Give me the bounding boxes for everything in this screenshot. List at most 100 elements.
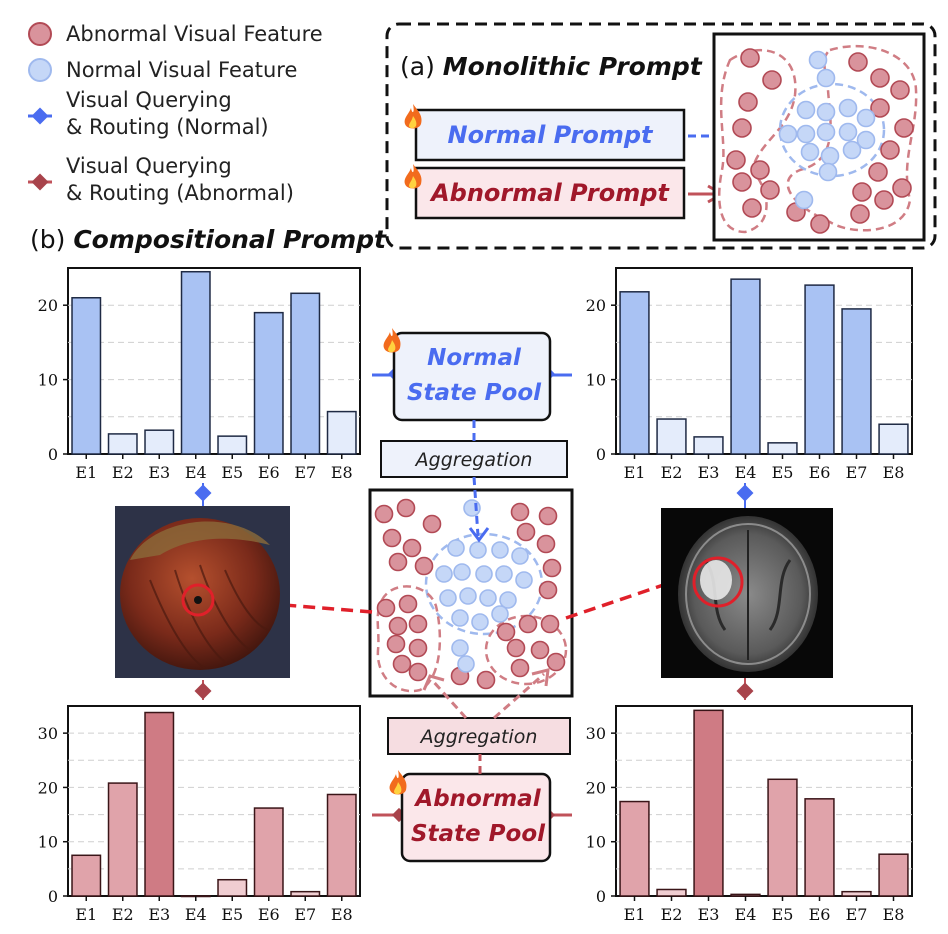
abnormal-feature-dot: [890, 80, 910, 100]
bar-e2: [656, 418, 687, 455]
bar-e8: [878, 853, 909, 897]
legend-normal-routing-line1: Visual Querying: [66, 88, 232, 112]
normal-feature-icon: [28, 58, 52, 82]
abnormal-feature-dot: [422, 514, 442, 534]
abnormal-feature-dot: [536, 534, 556, 554]
normal-feature-dot: [794, 190, 814, 210]
y-tick-label: 10: [38, 371, 58, 390]
legend-abnormal-feature: Abnormal Visual Feature: [66, 22, 323, 46]
normal-feature-dot: [479, 589, 497, 607]
x-tick-label: E6: [258, 463, 280, 482]
y-tick-label: 30: [586, 724, 606, 743]
y-tick-label: 0: [596, 445, 606, 464]
y-tick-label: 10: [38, 833, 58, 852]
x-tick-label: E7: [294, 463, 316, 482]
x-tick-label: E1: [75, 905, 97, 924]
abnormal-cluster-outline: [376, 585, 442, 693]
x-tick-label: E1: [75, 463, 97, 482]
normal-feature-dot: [778, 124, 798, 144]
monolithic-panel: (a) Monolithic Prompt Normal Prompt Abno…: [385, 22, 937, 250]
fire-icon: [404, 104, 422, 129]
bar-e6: [253, 807, 284, 897]
fire-icon: [389, 770, 407, 795]
normal-feature-dot: [796, 100, 816, 120]
normal-feature-dot: [820, 146, 840, 166]
abnormal-feature-dot: [732, 172, 752, 192]
legend-abnormal-routing-line2: & Routing (Abnormal): [66, 181, 294, 205]
x-tick-label: E4: [185, 905, 207, 924]
normal-feature-dot: [447, 539, 465, 557]
normal-feature-dot: [469, 541, 487, 559]
aggregation-bottom-box: [387, 717, 571, 755]
normal-feature-dot: [499, 591, 517, 609]
bar-e2: [107, 433, 138, 455]
abnormal-feature-dot: [892, 178, 912, 198]
monolithic-clusters: [717, 45, 918, 234]
bar-e8: [326, 410, 357, 455]
abnormal-feature-dot: [388, 616, 408, 636]
abnormal-feature-dot: [516, 522, 536, 542]
bar-e3: [693, 709, 724, 897]
aggregation-bottom-label: Aggregation: [419, 726, 538, 748]
abnormal-feature-dot: [750, 160, 770, 180]
x-tick-label: E1: [624, 463, 646, 482]
normal-feature-dot: [856, 130, 876, 150]
abnormal-pool-line2: State Pool: [411, 821, 546, 847]
abnormal-feature-dot: [870, 68, 890, 88]
bar-e4: [180, 270, 211, 455]
chart-frame: [615, 705, 913, 897]
y-tick-label: 0: [48, 445, 58, 464]
abnormal-feature-dot: [510, 658, 530, 678]
normal-feature-dot: [491, 541, 509, 559]
abnormal-feature-dot: [376, 598, 396, 618]
normal-feature-dot: [475, 565, 493, 583]
normal-feature-dot: [816, 122, 836, 142]
normal-feature-dot: [816, 68, 836, 88]
brain-mri-image: [661, 508, 833, 678]
x-tick-label: E7: [294, 905, 316, 924]
x-tick-label: E2: [112, 463, 134, 482]
x-tick-label: E4: [735, 905, 757, 924]
abnormal-prompt-label: Abnormal Prompt: [429, 179, 670, 207]
normal-pool-box: [392, 331, 552, 422]
x-tick-label: E6: [809, 905, 831, 924]
x-tick-label: E8: [331, 905, 353, 924]
abnormal-state-pool: Abnormal State Pool: [372, 770, 572, 863]
y-tick-label: 0: [48, 887, 58, 906]
x-tick-label: E7: [846, 905, 868, 924]
x-tick-label: E5: [221, 463, 243, 482]
x-tick-label: E2: [661, 905, 683, 924]
abnormal-feature-dot: [530, 640, 550, 660]
normal-feature-dot: [495, 565, 513, 583]
abnormal-feature-dot: [374, 504, 394, 524]
abnormal-feature-dot: [382, 528, 402, 548]
abnormal-feature-dot: [408, 662, 428, 682]
abnormal-pool-line1: Abnormal: [413, 786, 541, 812]
abnormal-feature-dot: [398, 594, 418, 614]
bar-e8: [326, 793, 357, 897]
abnormal-feature-dot: [850, 204, 870, 224]
legend-abnormal-routing-line1: Visual Querying: [66, 154, 232, 178]
abnormal-feature-dot: [518, 614, 538, 634]
abnormal-feature-dot: [506, 638, 526, 658]
abnormal-feature-dot: [510, 502, 530, 522]
normal-feature-dot: [451, 639, 469, 657]
normal-feature-dot: [816, 102, 836, 122]
normal-prompt-box: [414, 108, 686, 162]
abnormal-feature-dot: [852, 182, 872, 202]
abnormal-feature-dot: [414, 556, 434, 576]
compositional-title: (b) Compositional Prompt: [30, 225, 387, 254]
normal-feature-dot: [471, 613, 489, 631]
x-tick-label: E1: [624, 905, 646, 924]
x-tick-label: E2: [661, 463, 683, 482]
anomaly-marker: [692, 556, 744, 608]
y-tick-label: 20: [586, 296, 606, 315]
normal-feature-dot: [435, 565, 453, 583]
x-tick-label: E4: [735, 463, 757, 482]
bar-e1: [619, 291, 650, 455]
abnormal-feature-dot: [540, 614, 560, 634]
bar-e1: [619, 800, 650, 897]
